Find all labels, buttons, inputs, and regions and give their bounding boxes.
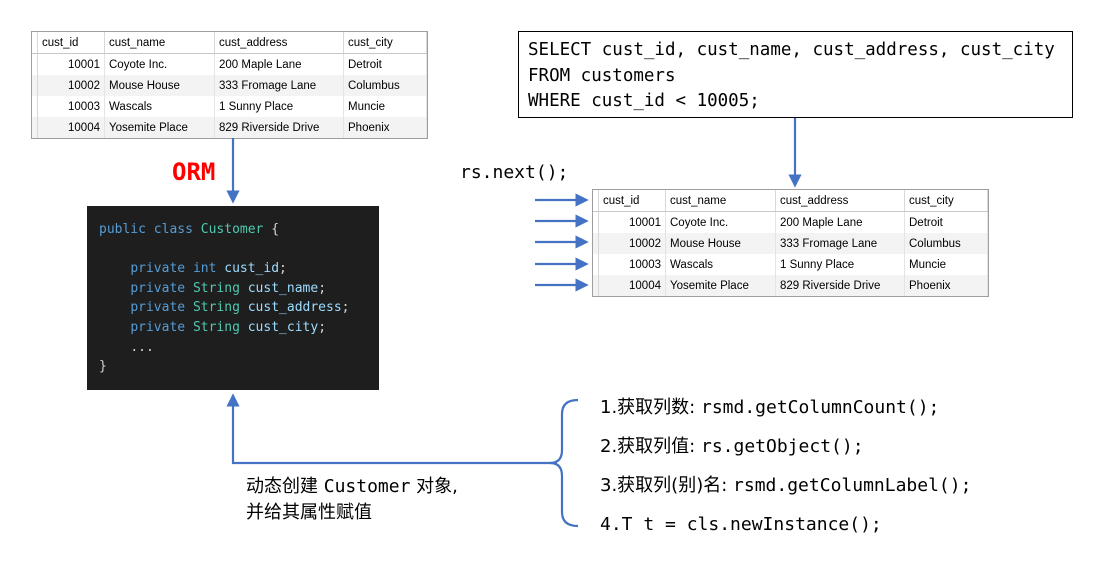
cell: Yosemite Place (665, 275, 776, 296)
table-row: 10003 Wascals 1 Sunny Place Muncie (32, 96, 427, 117)
col-header-cust-address: cust_address (214, 32, 344, 54)
step-item: 3.获取列(别)名: rsmd.getColumnLabel(); (600, 475, 972, 496)
arrow-brace-to-class (226, 393, 557, 465)
cell: 1 Sunny Place (214, 96, 344, 117)
cell: Yosemite Place (104, 117, 215, 138)
cell: 10004 (598, 275, 666, 296)
col-header-cust-city: cust_city (904, 190, 988, 212)
cell: Phoenix (904, 275, 988, 296)
code-line-class-decl: public class Customer { (99, 222, 280, 237)
col-header-cust-id: cust_id (598, 190, 666, 212)
code-line-field: private int cust_id; (130, 261, 287, 277)
cell: Mouse House (665, 233, 776, 254)
cell: 200 Maple Lane (775, 211, 905, 233)
col-header-cust-name: cust_name (104, 32, 215, 54)
code-line-close: } (99, 359, 107, 375)
cell: 1 Sunny Place (775, 254, 905, 275)
cell: Wascals (104, 96, 215, 117)
cell: Phoenix (343, 117, 427, 138)
orm-label: ORM (172, 158, 216, 186)
customer-class-code: public class Customer { private int cust… (87, 206, 379, 390)
code-line-field: private String cust_name; (130, 280, 327, 296)
table-row: 10003 Wascals 1 Sunny Place Muncie (593, 254, 988, 275)
customers-table-left: cust_id cust_name cust_address cust_city… (31, 31, 428, 139)
cell: 10002 (598, 233, 666, 254)
cell: 829 Riverside Drive (214, 117, 344, 138)
step-item: 2.获取列值: rs.getObject(); (600, 436, 864, 457)
table-row: 10001 Coyote Inc. 200 Maple Lane Detroit (32, 53, 427, 75)
cell: 10001 (598, 211, 666, 233)
cell: 10004 (37, 117, 105, 138)
table-row: 10002 Mouse House 333 Fromage Lane Colum… (593, 233, 988, 254)
steps-list: 1.获取列数: rsmd.getColumnCount(); 2.获取列值: r… (600, 394, 971, 550)
create-note-line-2: 并给其属性赋值 (246, 502, 372, 523)
col-header-cust-city: cust_city (343, 32, 427, 54)
code-line-field: private String cust_address; (130, 300, 350, 316)
cell: Mouse House (104, 75, 215, 96)
cell: Columbus (343, 75, 427, 96)
cell: Detroit (343, 53, 427, 75)
col-header-cust-name: cust_name (665, 190, 776, 212)
col-header-cust-id: cust_id (37, 32, 105, 54)
class-name: Customer (200, 222, 264, 237)
cell: Coyote Inc. (665, 211, 776, 233)
step-item: 1.获取列数: rsmd.getColumnCount(); (600, 397, 940, 418)
cell: 829 Riverside Drive (775, 275, 905, 296)
code-line-field: private String cust_city; (130, 319, 327, 335)
customers-table-right: cust_id cust_name cust_address cust_city… (592, 189, 989, 297)
table-row: 10001 Coyote Inc. 200 Maple Lane Detroit (593, 211, 988, 233)
table-row: 10002 Mouse House 333 Fromage Lane Colum… (32, 75, 427, 96)
cell: 10002 (37, 75, 105, 96)
cell: 333 Fromage Lane (214, 75, 344, 96)
create-note-line-1: 动态创建 Customer 对象, (246, 476, 458, 497)
sql-line-from: FROM customers (528, 65, 676, 86)
code-line-ellipsis: ... (130, 339, 154, 355)
cell: Columbus (904, 233, 988, 254)
cell: 200 Maple Lane (214, 53, 344, 75)
cell: 10003 (37, 96, 105, 117)
table-row: 10004 Yosemite Place 829 Riverside Drive… (593, 275, 988, 296)
cell: Wascals (665, 254, 776, 275)
table-row: 10004 Yosemite Place 829 Riverside Drive… (32, 117, 427, 138)
cell: 333 Fromage Lane (775, 233, 905, 254)
curly-brace (549, 398, 579, 528)
cell: 10003 (598, 254, 666, 275)
rs-next-label: rs.next(); (460, 162, 569, 183)
cell: Muncie (904, 254, 988, 275)
cell: Coyote Inc. (104, 53, 215, 75)
create-object-note: 动态创建 Customer 对象, 并给其属性赋值 (246, 474, 458, 526)
sql-line-select: SELECT cust_id, cust_name, cust_address,… (528, 40, 1055, 60)
cell: 10001 (37, 53, 105, 75)
col-header-cust-address: cust_address (775, 190, 905, 212)
sql-line-where: WHERE cust_id < 10005; (528, 91, 760, 111)
sql-query-box: SELECT cust_id, cust_name, cust_address,… (518, 31, 1073, 118)
cell: Muncie (343, 96, 427, 117)
step-item: 4.T t = cls.newInstance(); (600, 514, 882, 535)
cell: Detroit (904, 211, 988, 233)
